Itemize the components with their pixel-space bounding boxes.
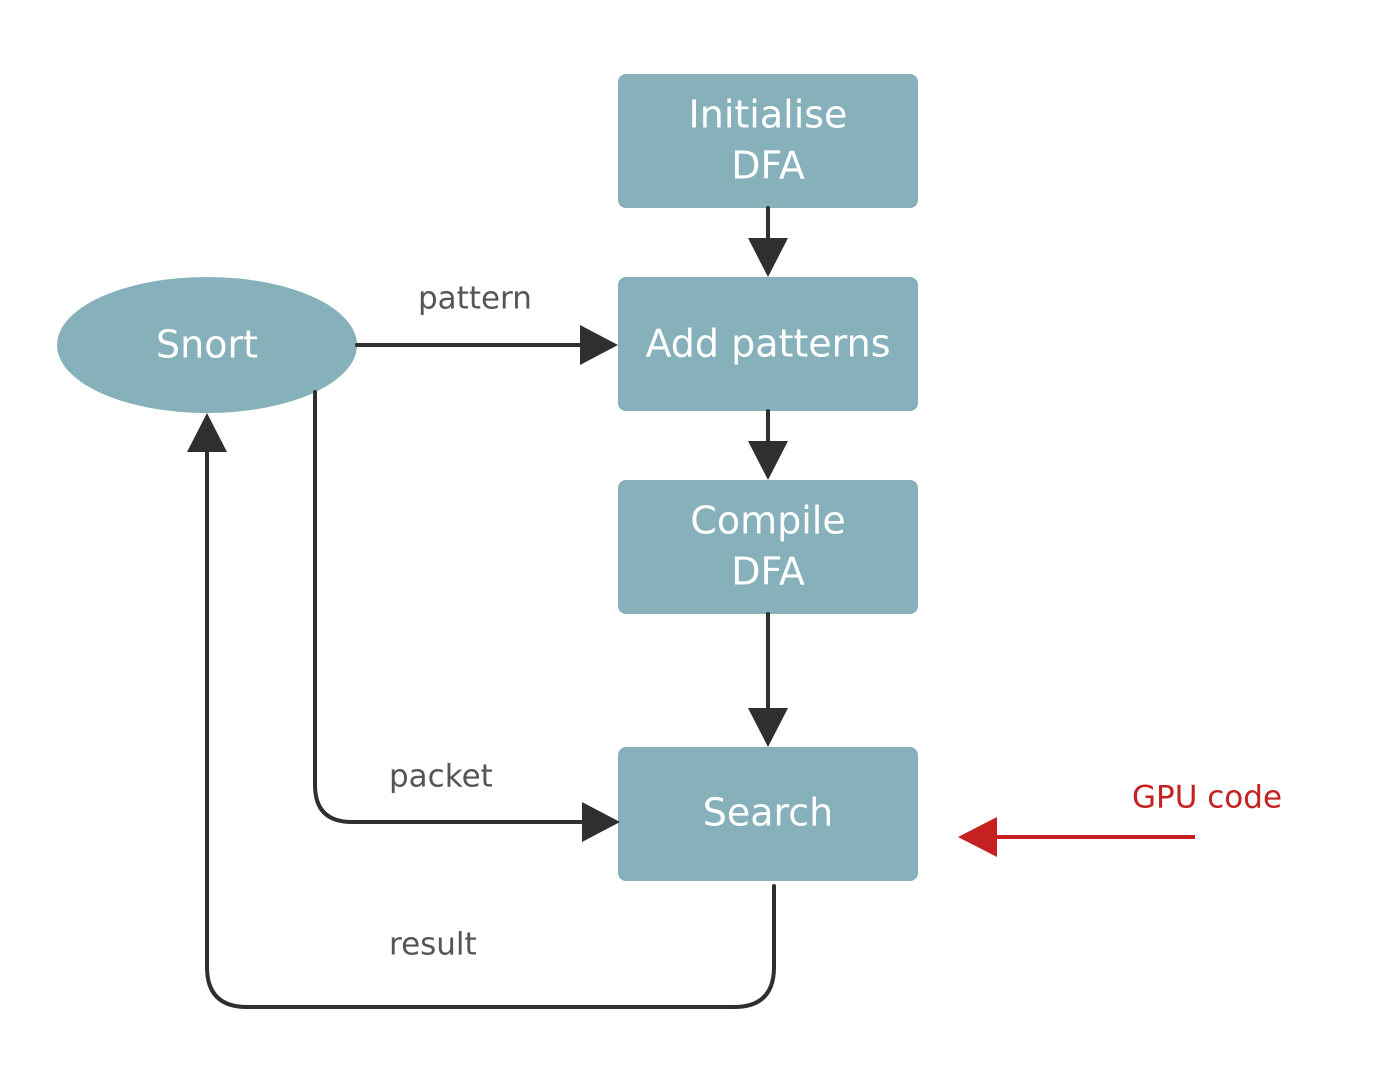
initialise-dfa-label-line-2: DFA: [731, 144, 805, 188]
search-label: Search: [703, 791, 834, 835]
snort-label: Snort: [156, 323, 258, 367]
edge-snort-to-add-patterns: pattern: [355, 281, 618, 365]
arrowhead-down-icon: [748, 238, 788, 277]
edge-search-to-snort: result: [187, 413, 776, 1009]
snort-node: Snort: [57, 277, 357, 413]
pattern-edge-label: pattern: [418, 281, 532, 317]
arrowhead-up-icon: [187, 413, 227, 452]
edge-compile-to-search: [748, 612, 788, 747]
compile-dfa-node: Compile DFA: [618, 480, 918, 614]
gpu-code-label: GPU code: [1132, 780, 1282, 816]
packet-edge-label: packet: [389, 759, 493, 795]
arrowhead-left-icon: [958, 817, 997, 857]
arrowhead-right-icon: [582, 802, 620, 842]
add-patterns-node: Add patterns: [618, 277, 918, 411]
gpu-code-annotation: GPU code: [958, 780, 1282, 857]
initialise-dfa-label-line-1: Initialise: [689, 93, 848, 137]
search-node: Search: [618, 747, 918, 881]
arrowhead-down-icon: [748, 441, 788, 480]
edge-add-patterns-to-compile: [748, 409, 788, 480]
arrowhead-right-icon: [580, 325, 618, 365]
edge-initialise-to-add-patterns: [748, 206, 788, 277]
compile-dfa-label-line-2: DFA: [731, 550, 805, 594]
add-patterns-label: Add patterns: [645, 322, 890, 366]
initialise-dfa-node: Initialise DFA: [618, 74, 918, 208]
edge-snort-to-search: packet: [313, 390, 620, 842]
arrowhead-down-icon: [748, 708, 788, 747]
compile-dfa-label-line-1: Compile: [690, 499, 845, 543]
result-edge-label: result: [389, 927, 477, 963]
